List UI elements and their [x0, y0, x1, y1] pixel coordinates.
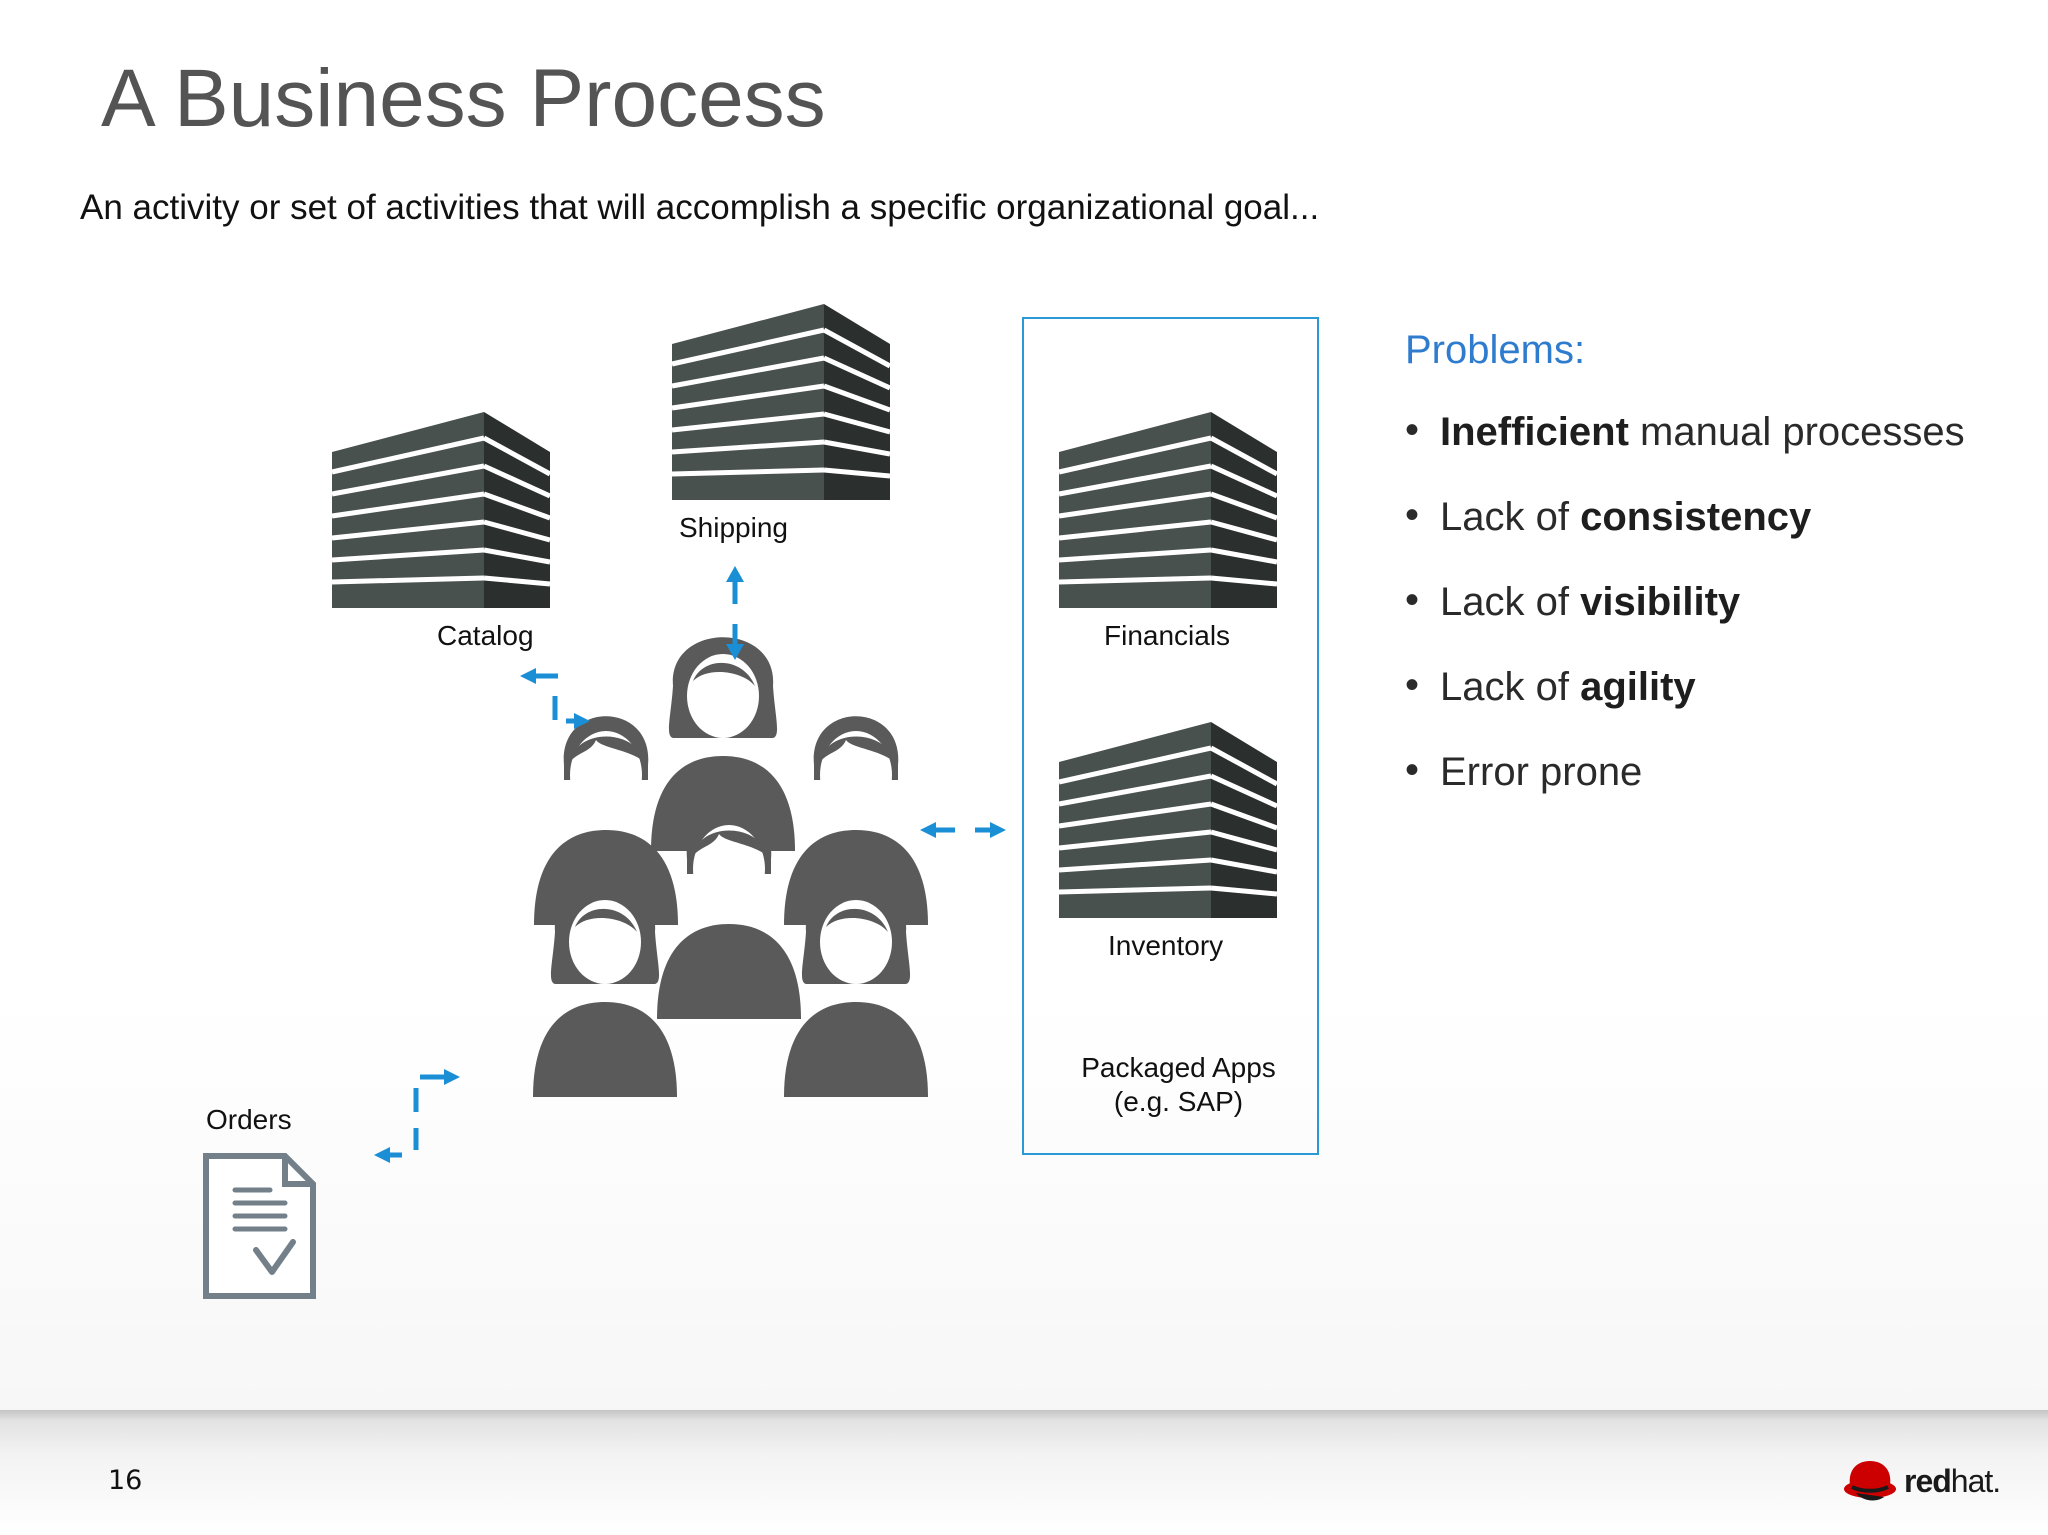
wordmark-hat: hat	[1950, 1463, 1993, 1499]
shipping-label: Shipping	[679, 512, 788, 543]
people-group-icon	[533, 637, 928, 1097]
bullet: •	[1405, 578, 1420, 622]
catalog-arrows	[520, 668, 590, 729]
bullet: •	[1405, 408, 1420, 452]
orders-arrows	[374, 1069, 460, 1163]
catalog-building-icon	[332, 412, 550, 608]
redhat-logo: redhat.	[1842, 1457, 2032, 1507]
problem-item: • Lack of visibility	[1405, 578, 1965, 665]
packaged-apps-line-1: Packaged Apps	[1081, 1052, 1276, 1083]
problem-text: Error prone	[1440, 750, 1643, 794]
shipping-arrows	[726, 566, 744, 660]
problem-text: Lack of	[1440, 665, 1581, 709]
problem-item: • Error prone	[1405, 748, 1965, 835]
problems-heading: Problems:	[1405, 328, 1586, 372]
footer-band	[0, 1410, 2048, 1535]
problems-list: • Inefficient manual processes • Lack of c…	[1405, 408, 1965, 835]
shipping-building-icon	[672, 304, 890, 500]
orders-label: Orders	[206, 1104, 292, 1135]
financials-label: Financials	[1104, 620, 1231, 651]
packaged-apps-arrows	[920, 822, 1006, 838]
slide-title: A Business Process	[101, 53, 826, 144]
bullet: •	[1405, 493, 1420, 537]
problem-text: Lack of	[1440, 580, 1581, 624]
orders-document-icon	[203, 1153, 316, 1299]
problem-bold-text: agility	[1580, 665, 1696, 709]
inventory-building-icon	[1059, 722, 1277, 918]
problem-item: • Lack of consistency	[1405, 493, 1965, 580]
bullet: •	[1405, 663, 1420, 707]
financials-building-icon	[1059, 412, 1277, 608]
problem-item: • Inefficient manual processes	[1405, 408, 1965, 495]
shadowman-icon	[1844, 1461, 1896, 1501]
packaged-apps-box	[1022, 317, 1319, 1155]
page-number: 16	[108, 1465, 143, 1496]
catalog-label: Catalog	[437, 620, 534, 651]
problem-text: manual processes	[1628, 410, 1965, 454]
inventory-label: Inventory	[1108, 930, 1224, 961]
packaged-apps-label: Packaged Apps (e.g. SAP)	[1071, 1051, 1286, 1119]
problem-bold-text: visibility	[1580, 580, 1741, 624]
slide-subtitle: An activity or set of activities that wi…	[80, 188, 1320, 227]
wordmark-suffix: .	[1992, 1463, 2001, 1499]
problem-bold-text: consistency	[1580, 495, 1812, 539]
problem-bold-text: Inefficient	[1440, 410, 1629, 454]
wordmark-red: red	[1904, 1463, 1952, 1499]
bullet: •	[1405, 748, 1420, 792]
problem-item: • Lack of agility	[1405, 663, 1965, 750]
packaged-apps-line-2: (e.g. SAP)	[1113, 1086, 1244, 1117]
business-process-diagram	[203, 0, 1319, 1299]
problem-text: Lack of	[1440, 495, 1581, 539]
redhat-wordmark: redhat.	[1904, 1463, 2001, 1500]
